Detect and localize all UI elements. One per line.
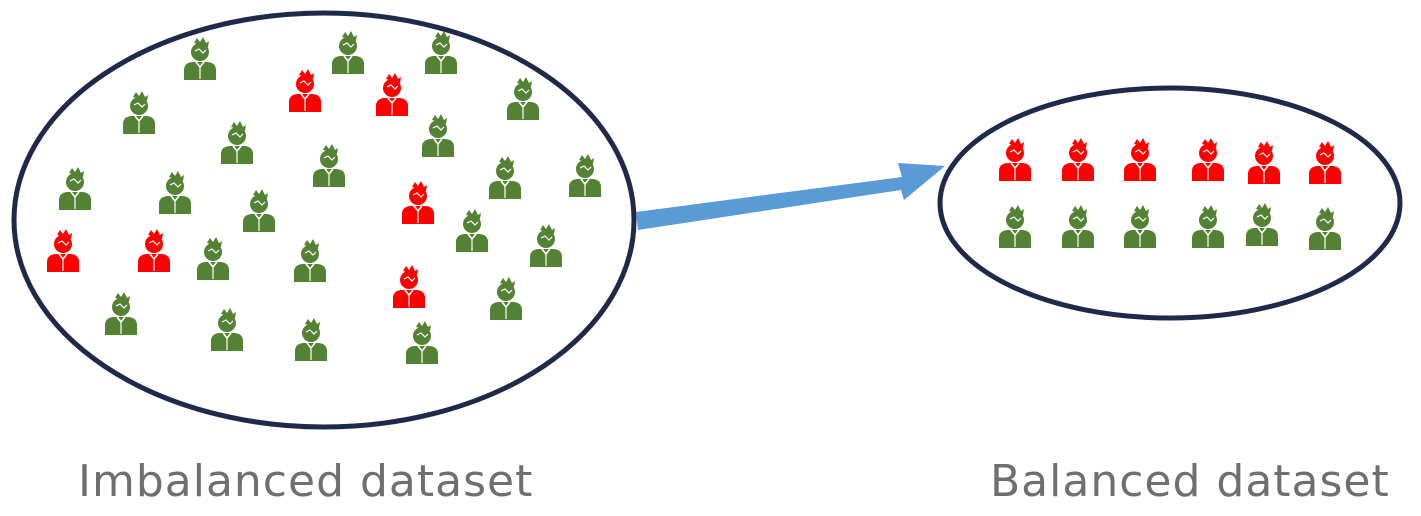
minority-person-icon [46,228,80,273]
majority-person-icon [58,166,92,211]
majority-person-icon [1308,206,1342,251]
minority-person-icon [288,68,322,113]
majority-person-icon [294,317,328,362]
transform-arrow-icon [636,163,945,230]
majority-person-icon [424,30,458,75]
majority-person-icon [568,153,602,198]
minority-person-icon [375,72,409,117]
majority-person-icon [529,223,563,268]
majority-person-icon [455,208,489,253]
majority-person-icon [489,276,523,321]
majority-person-icon [158,170,192,215]
majority-person-icon [1061,204,1095,249]
minority-person-icon [1247,140,1281,185]
majority-person-icon [104,291,138,336]
minority-person-icon [1191,137,1225,182]
majority-person-icon [331,30,365,75]
balanced-label: Balanced dataset [990,456,1390,507]
imbalanced-label: Imbalanced dataset [78,456,534,507]
minority-person-icon [1061,137,1095,182]
majority-person-icon [183,36,217,81]
majority-person-icon [122,90,156,135]
majority-person-icon [405,320,439,365]
minority-person-icon [137,228,171,273]
minority-person-icon [392,264,426,309]
imbalanced-ellipse [11,10,637,430]
balanced-ellipse [937,85,1403,321]
majority-person-icon [488,155,522,200]
majority-person-icon [196,236,230,281]
majority-person-icon [220,120,254,165]
majority-person-icon [293,238,327,283]
minority-person-icon [1123,137,1157,182]
majority-person-icon [998,204,1032,249]
minority-person-icon [998,137,1032,182]
majority-person-icon [242,188,276,233]
majority-person-icon [1245,202,1279,247]
minority-person-icon [401,180,435,225]
majority-person-icon [1123,204,1157,249]
majority-person-icon [506,76,540,121]
majority-person-icon [312,143,346,188]
majority-person-icon [421,113,455,158]
majority-person-icon [210,307,244,352]
majority-person-icon [1191,204,1225,249]
minority-person-icon [1308,140,1342,185]
